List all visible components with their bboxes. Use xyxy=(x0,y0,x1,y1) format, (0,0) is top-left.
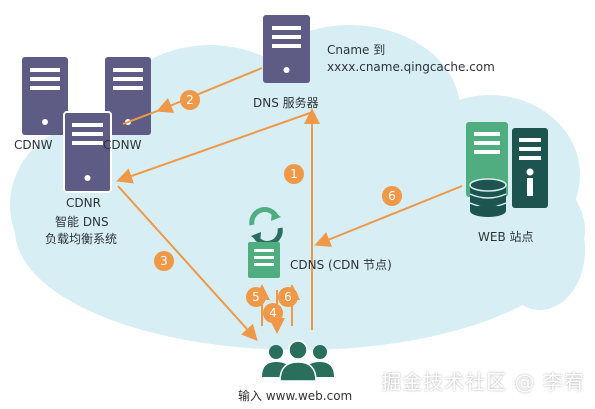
cdnw-left-label: CDNW xyxy=(14,138,53,152)
user-input-label: 输入 www.web.com xyxy=(238,389,353,403)
arrow-step-2 xyxy=(156,67,263,113)
step-badge-6-web: 6 xyxy=(382,186,402,206)
cdns-server-icon xyxy=(248,242,280,278)
cdnr-server-icon xyxy=(63,111,112,193)
web-server-dark-icon xyxy=(512,128,548,208)
web-server-green-icon xyxy=(466,122,508,197)
arrow-step-2-cont xyxy=(122,109,161,125)
flow-arrows xyxy=(116,67,463,341)
arrow-to-cdnr xyxy=(116,112,311,184)
step-badge-6-cdn: 6 xyxy=(278,287,298,307)
cdns-label: CDNS (CDN 节点) xyxy=(290,258,392,272)
database-icon xyxy=(469,178,507,217)
load-balance-label: 负载均衡系统 xyxy=(45,232,118,246)
smart-dns-label: 智能 DNS xyxy=(55,215,109,229)
step-badge-1: 1 xyxy=(284,164,304,184)
cdnw-right-label: CDNW xyxy=(103,138,142,152)
web-site-label: WEB 站点 xyxy=(478,230,534,244)
cdnw-left-server-icon xyxy=(22,57,68,135)
step-badge-5: 5 xyxy=(246,287,266,307)
dns-server-label: DNS 服务器 xyxy=(253,96,319,110)
step-badge-3: 3 xyxy=(154,251,174,271)
users-icon xyxy=(262,340,334,382)
step-badge-2: 2 xyxy=(180,90,200,110)
dns-server-icon xyxy=(263,15,310,83)
watermark: 掘金技术社区 @ 李宥 xyxy=(381,370,585,394)
cdnw-right-server-icon xyxy=(105,57,151,135)
step-badge-4: 4 xyxy=(263,303,283,323)
cname-label: Cname 到 xyxy=(327,43,386,57)
arrow-step-3 xyxy=(117,185,258,341)
cname-domain-label: xxxx.cname.qingcache.com xyxy=(327,60,495,74)
arrow-step-6-web xyxy=(314,185,463,247)
cdnr-label: CDNR xyxy=(66,196,101,210)
